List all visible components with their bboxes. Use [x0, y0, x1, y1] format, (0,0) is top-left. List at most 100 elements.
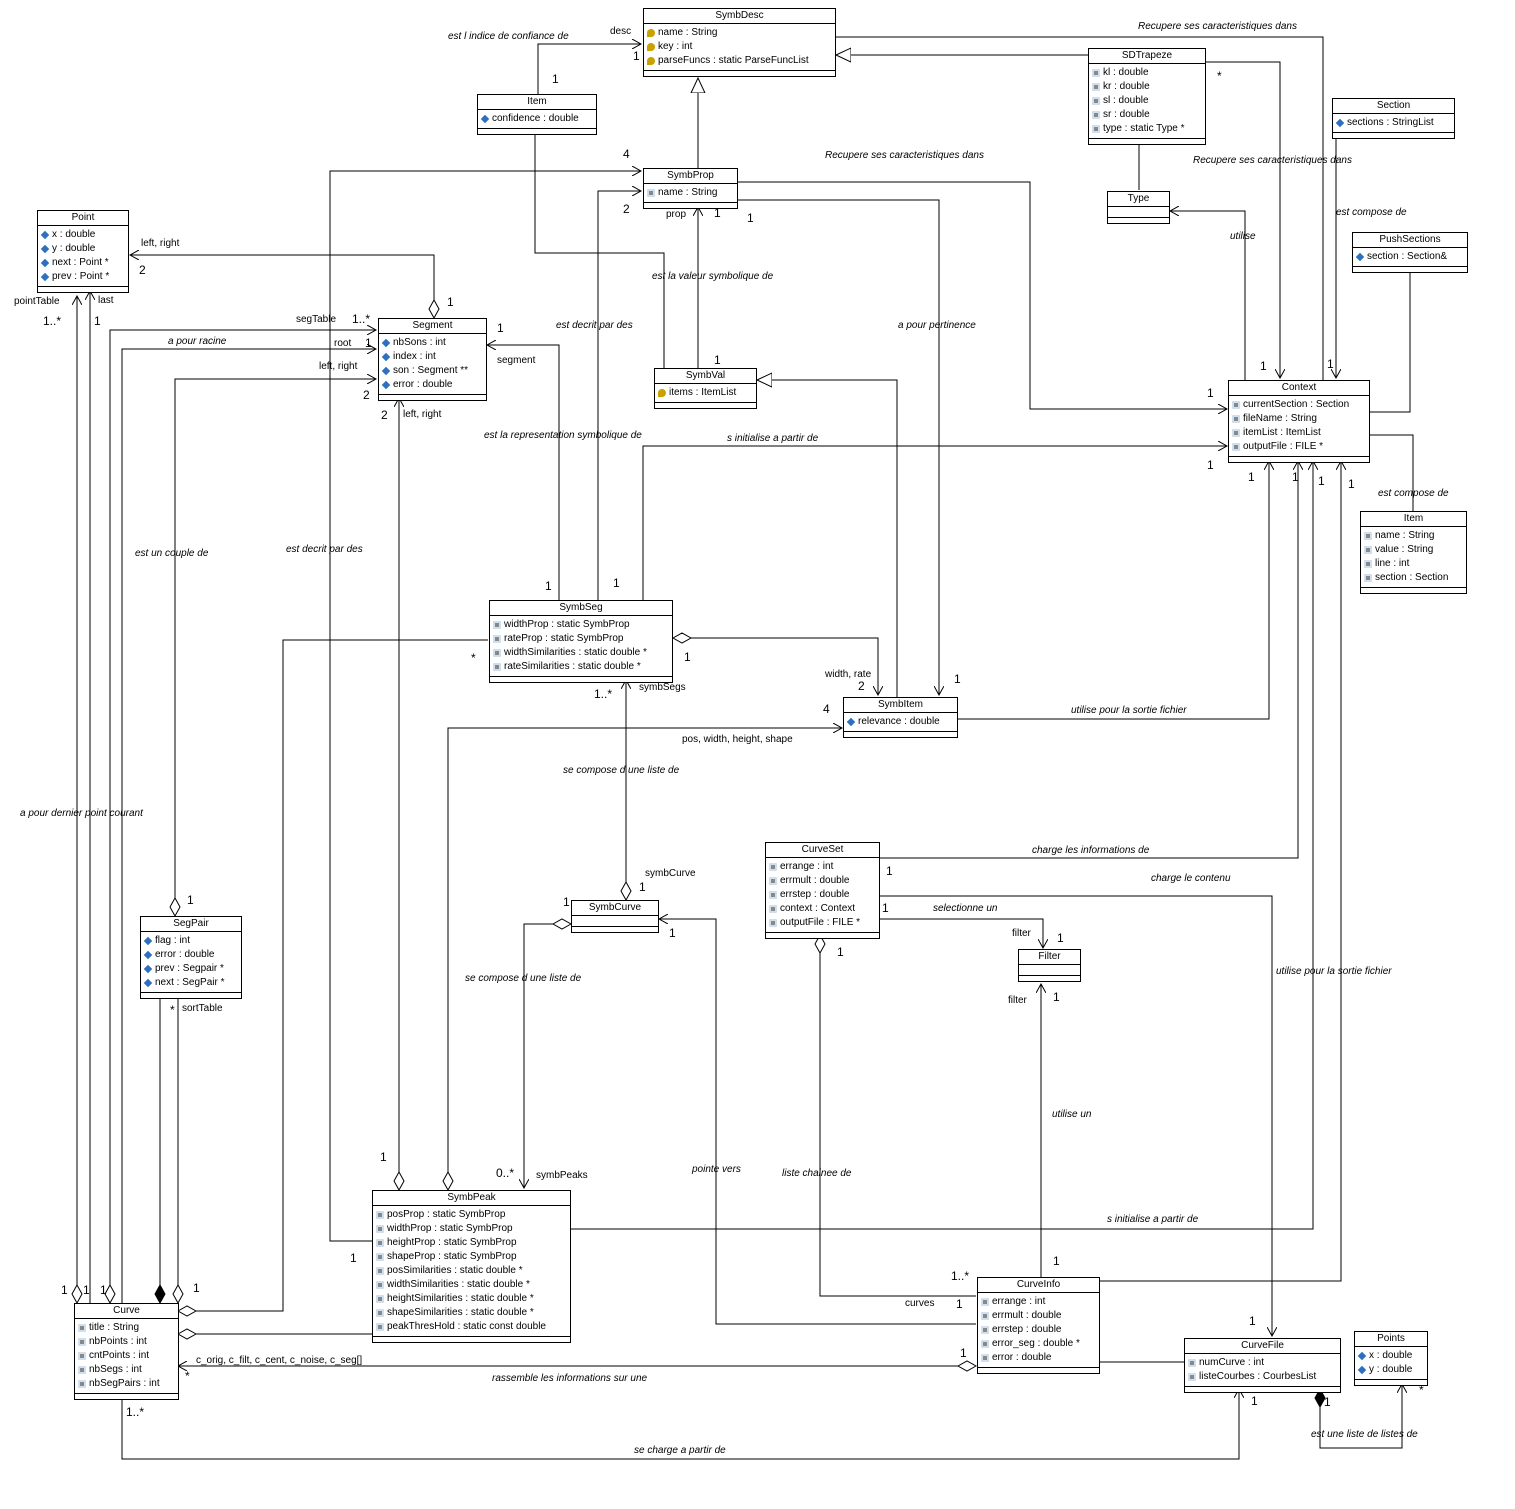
relation-label: est compose de — [1378, 488, 1449, 499]
attribute-text: confidence : double — [492, 113, 579, 124]
class-attribute: error : double — [143, 948, 238, 962]
attribute-text: x : double — [52, 229, 96, 240]
public-attribute-icon — [143, 936, 153, 946]
relation-label: est la representation symbolique de — [484, 430, 642, 441]
class-symbcurve[interactable]: SymbCurve — [571, 900, 659, 933]
attribute-text: nbPoints : int — [89, 1336, 147, 1347]
attribute-text: shapeSimilarities : static double * — [387, 1307, 534, 1318]
class-attribute: errstep : double — [981, 1323, 1096, 1337]
attribute-list: name : String — [644, 184, 737, 203]
role-label: 1 — [1318, 474, 1325, 488]
class-attribute: heightProp : static SymbProp — [376, 1236, 567, 1250]
class-point[interactable]: Point x : double y : double next : Point *p… — [37, 210, 129, 293]
role-label: 1 — [747, 211, 754, 225]
class-name: Section — [1333, 99, 1454, 114]
attribute-text: error : double — [393, 379, 453, 390]
attribute-text: nbSons : int — [393, 337, 446, 348]
role-label: root — [334, 338, 352, 349]
private-attribute-icon — [1092, 111, 1100, 119]
role-label: 1 — [669, 926, 676, 940]
private-attribute-icon — [376, 1323, 384, 1331]
attribute-list: section : Section& — [1353, 248, 1467, 267]
role-label: 1 — [960, 1346, 967, 1360]
relation-label: utilise — [1230, 231, 1256, 242]
class-name: SymbDesc — [644, 9, 835, 24]
attribute-text: nbSegPairs : int — [89, 1378, 160, 1389]
relation-label: utilise un — [1052, 1109, 1092, 1120]
role-label: 1 — [380, 1150, 387, 1164]
class-name: Point — [38, 211, 128, 226]
public-attribute-icon — [381, 380, 391, 390]
class-item-top[interactable]: Item confidence : double — [477, 94, 597, 135]
role-label: left, right — [403, 409, 442, 420]
role-label: symbCurve — [645, 868, 696, 879]
role-label: 1 — [1327, 357, 1334, 371]
class-attribute: rateProp : static SymbProp — [493, 632, 669, 646]
class-type[interactable]: Type — [1107, 191, 1170, 224]
role-label: pointTable — [14, 296, 60, 307]
class-attribute: y : double — [40, 242, 125, 256]
class-name: CurveInfo — [978, 1278, 1099, 1293]
attribute-text: section : Section& — [1367, 251, 1448, 262]
key-icon — [658, 389, 666, 397]
role-label: 1 — [956, 1297, 963, 1311]
public-attribute-icon — [143, 964, 153, 974]
attribute-text: listeCourbes : CourbesList — [1199, 1371, 1317, 1382]
attribute-text: posProp : static SymbProp — [387, 1209, 506, 1220]
private-attribute-icon — [769, 905, 777, 913]
class-attribute: next : Point * — [40, 256, 125, 270]
attribute-text: y : double — [52, 243, 96, 254]
class-attribute: name : String — [647, 26, 832, 40]
class-attribute: sl : double — [1092, 94, 1202, 108]
relation-label: utilise pour la sortie fichier — [1276, 966, 1392, 977]
role-label: 1 — [100, 1283, 107, 1297]
attribute-text: flag : int — [155, 935, 191, 946]
attribute-text: widthProp : static SymbProp — [504, 619, 630, 630]
private-attribute-icon — [1092, 125, 1100, 133]
role-label: width, rate — [825, 669, 872, 680]
class-attribute: widthProp : static SymbProp — [376, 1222, 567, 1236]
public-attribute-icon — [143, 978, 153, 988]
operation-list — [1089, 139, 1205, 144]
attribute-text: widthSimilarities : static double * — [387, 1279, 530, 1290]
private-attribute-icon — [376, 1295, 384, 1303]
attribute-text: kr : double — [1103, 81, 1150, 92]
public-attribute-icon — [40, 244, 50, 254]
class-attribute: sections : StringList — [1335, 116, 1451, 130]
class-attribute: value : String — [1364, 543, 1463, 557]
relation-label: est decrit par des — [556, 320, 633, 331]
operation-list — [644, 203, 737, 208]
role-label: 1 — [639, 880, 646, 894]
public-attribute-icon — [381, 352, 391, 362]
private-attribute-icon — [1232, 415, 1240, 423]
class-name: Item — [478, 95, 596, 110]
class-section[interactable]: Section sections : StringList — [1332, 98, 1455, 139]
class-attribute: outputFile : FILE * — [769, 916, 876, 930]
operation-list — [1229, 457, 1369, 462]
role-label: 1 — [61, 1283, 68, 1297]
role-label: 4 — [623, 147, 630, 161]
role-label: last — [98, 295, 114, 306]
attribute-text: title : String — [89, 1322, 140, 1333]
class-filter[interactable]: Filter — [1018, 949, 1081, 982]
role-label: 1 — [94, 314, 101, 328]
class-attribute: prev : Point * — [40, 270, 125, 284]
class-attribute: listeCourbes : CourbesList — [1188, 1370, 1337, 1384]
